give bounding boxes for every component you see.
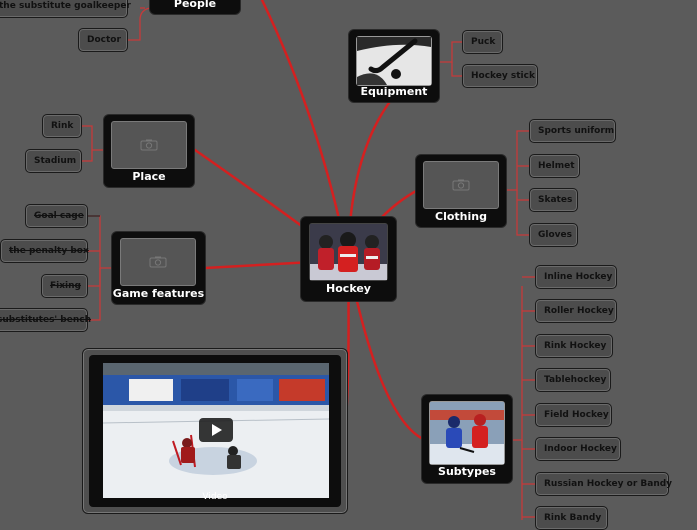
hockey-faceoff-image [430, 402, 504, 464]
place-label: Place [132, 170, 166, 183]
hockey-players-image [310, 224, 387, 280]
subtypes-item-rink-bandy[interactable]: Rink Bandy [535, 506, 608, 530]
camera-icon [140, 139, 158, 151]
camera-icon [149, 256, 167, 268]
hockey-image [309, 223, 388, 281]
equipment-label: Equipment [360, 85, 428, 98]
place-image-placeholder [111, 121, 187, 169]
people-item-doctor[interactable]: Doctor [78, 28, 128, 52]
place-item-rink[interactable]: Rink [42, 114, 82, 138]
clothing-item-sports-uniform[interactable]: Sports uniform [529, 119, 616, 143]
game-features-item-fixing[interactable]: Fixing [41, 274, 88, 298]
video-player[interactable]: Video [89, 355, 341, 507]
game-features-item-goal-cage[interactable]: Goal cage [25, 204, 88, 228]
clothing-item-skates[interactable]: Skates [529, 188, 578, 212]
game-features-label: Game features [112, 287, 205, 300]
play-icon [212, 424, 222, 436]
subtypes-item-rink-hockey[interactable]: Rink Hockey [535, 334, 613, 358]
subtypes-item-field-hockey[interactable]: Field Hockey [535, 403, 612, 427]
place-node[interactable]: Place [104, 115, 194, 187]
people-label: People [173, 0, 217, 10]
camera-icon [452, 179, 470, 191]
equipment-item-hockey-stick[interactable]: Hockey stick [462, 64, 538, 88]
people-node[interactable]: People [150, 0, 240, 14]
subtypes-label: Subtypes [438, 465, 496, 478]
central-label: Hockey [326, 282, 371, 295]
subtypes-node[interactable]: Subtypes [422, 395, 512, 483]
subtypes-item-roller-hockey[interactable]: Roller Hockey [535, 299, 617, 323]
clothing-label: Clothing [435, 210, 487, 223]
equipment-item-puck[interactable]: Puck [462, 30, 503, 54]
game-features-item-substitutes-bench[interactable]: substitutes' bench [0, 308, 91, 332]
people-item-substitute-goalkeeper[interactable]: the substitute goalkeeper [0, 0, 131, 18]
subtypes-item-inline-hockey[interactable]: Inline Hockey [535, 265, 617, 289]
clothing-item-gloves[interactable]: Gloves [529, 223, 578, 247]
subtypes-image [429, 401, 505, 465]
hockey-puck-stick-icon [357, 37, 431, 85]
clothing-node[interactable]: Clothing [416, 155, 506, 227]
subtypes-item-russian-hockey-or-bandy[interactable]: Russian Hockey or Bandy [535, 472, 672, 496]
subtypes-item-indoor-hockey[interactable]: Indoor Hockey [535, 437, 621, 461]
central-node-hockey[interactable]: Hockey [301, 217, 396, 301]
equipment-image [356, 36, 432, 86]
equipment-node[interactable]: Equipment [349, 30, 439, 102]
game-features-image-placeholder [120, 238, 196, 286]
video-label: Video [202, 492, 228, 502]
game-features-node[interactable]: Game features [112, 232, 205, 304]
play-button[interactable] [199, 418, 233, 442]
clothing-image-placeholder [423, 161, 499, 209]
clothing-item-helmet[interactable]: Helmet [529, 154, 580, 178]
video-widget[interactable]: Video [82, 348, 348, 514]
place-item-stadium[interactable]: Stadium [25, 149, 82, 173]
subtypes-item-tablehockey[interactable]: Tablehockey [535, 368, 611, 392]
game-features-item-penalty-box[interactable]: the penalty box [0, 239, 89, 263]
